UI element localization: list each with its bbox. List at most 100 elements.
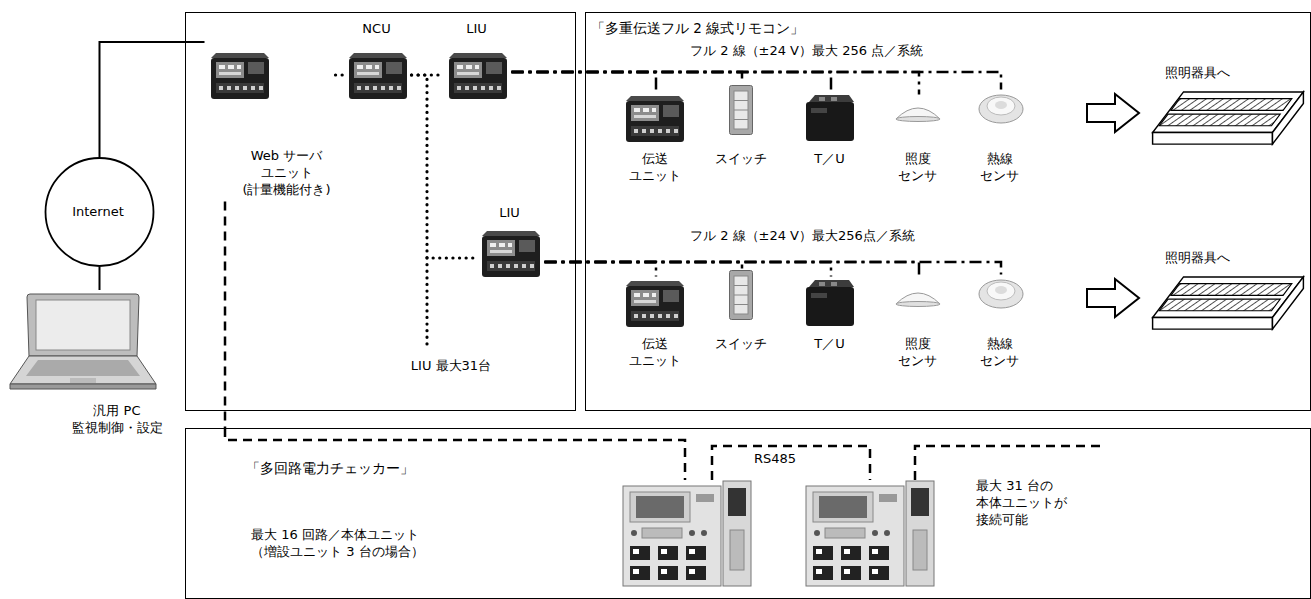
node-text: Internet <box>43 203 153 220</box>
node-text: 「多回路電力チェッカー」 <box>246 460 414 478</box>
motion-sensor: 熱線 センサ <box>968 90 1035 190</box>
node-text: 照度 センサ <box>887 150 949 184</box>
text-slot: 照度 センサ <box>887 335 949 369</box>
transmission-unit: 伝送 ユニット <box>620 92 693 188</box>
switch-icon <box>730 271 753 320</box>
annotation-label: 照明器具へ <box>1165 249 1230 266</box>
text-slot: 最大 16 回路／本体ユニット （増設ユニット 3 台の場合） <box>251 526 456 560</box>
two-wire-line <box>512 72 920 95</box>
two-wire-line <box>545 262 657 277</box>
two-wire-line <box>512 72 832 92</box>
terminal-unit: T／U <box>800 92 863 172</box>
text-slot: 熱線 センサ <box>968 335 1032 369</box>
text-slot: LIU <box>445 20 509 37</box>
node-text: 照度 センサ <box>887 335 949 369</box>
wall-switch: スイッチ <box>712 84 773 174</box>
text-slot: 照明器具へ <box>1165 249 1230 266</box>
text-slot: 伝送 ユニット <box>620 150 690 184</box>
annotation-label: 照明器具へ <box>1165 64 1230 81</box>
network-cable <box>100 42 205 157</box>
terminal-unit: T／U <box>800 277 863 357</box>
node-text: スイッチ <box>712 150 770 167</box>
metering-line <box>225 428 685 480</box>
text-slot: Internet <box>43 203 153 220</box>
hollow-arrow <box>1087 279 1139 317</box>
node-text: LIU <box>445 20 509 37</box>
motion-sensor: 熱線 センサ <box>968 275 1035 375</box>
text-slot: スイッチ <box>712 335 770 352</box>
text-slot: T／U <box>800 150 860 167</box>
web-server-unit: Web サーバ ユニット (計量機能付き) <box>205 38 336 202</box>
text-slot: 最大 31 台の 本体ユニットが 接続可能 <box>976 477 1086 528</box>
node-text: T／U <box>800 150 860 167</box>
control-bus <box>412 73 445 76</box>
liu-icon <box>449 53 507 99</box>
power-checker-icon <box>806 481 934 586</box>
text-slot: 伝送 ユニット <box>620 335 690 369</box>
text-slot: 照明器具へ <box>1165 64 1230 81</box>
text-slot: NCU <box>345 20 409 37</box>
hollow-arrow <box>1087 94 1139 132</box>
text-slot: スイッチ <box>712 150 770 167</box>
annotation-label: RS485 <box>752 450 798 467</box>
text-slot: T／U <box>800 335 860 352</box>
ncu-icon <box>349 53 407 99</box>
control-bus <box>336 73 345 76</box>
node-text: 「多重伝送フル 2 線式リモコン」 <box>591 20 804 38</box>
web-server-icon <box>211 53 269 99</box>
illuminance-sensor: 照度 センサ <box>887 95 952 191</box>
text-slot: 照度 センサ <box>887 150 949 184</box>
text-slot: 「多回路電力チェッカー」 <box>246 460 414 478</box>
node-text: 汎用 PC 監視制御・設定 <box>67 402 167 436</box>
text-slot: 「多重伝送フル 2 線式リモコン」 <box>591 20 804 38</box>
rs485-line <box>712 446 870 480</box>
lux-sensor-icon <box>896 108 940 122</box>
liu-unit: LIU <box>478 200 545 288</box>
node-text: 最大 31 台の 本体ユニットが 接続可能 <box>976 477 1086 528</box>
node-text: 熱線 センサ <box>968 335 1032 369</box>
text-slot: Web サーバ ユニット (計量機能付き) <box>241 147 333 198</box>
node-text: 熱線 センサ <box>968 150 1032 184</box>
node-text: 最大 16 回路／本体ユニット （増設ユニット 3 台の場合） <box>251 526 456 560</box>
transmission-unit: 伝送 ユニット <box>620 277 693 373</box>
terminal-unit-icon <box>806 280 854 326</box>
node-text: LIU <box>478 204 542 221</box>
light-fixture <box>1153 92 1304 144</box>
node-text: T／U <box>800 335 860 352</box>
node-text: NCU <box>345 20 409 37</box>
two-wire-line <box>545 262 920 280</box>
node-text: Web サーバ ユニット (計量機能付き) <box>241 147 333 198</box>
controller-group: LIU 最大31台 Web サーバ ユニット (計量機能付き) NCU LIU LIU <box>185 12 576 411</box>
text-slot: フル 2 線（±24 V）最大 256 点／系統 <box>690 42 923 59</box>
internet-circle: Internet <box>43 157 156 267</box>
illuminance-sensor: 照度 センサ <box>887 280 952 376</box>
power-checker-panel: 「多回路電力チェッカー」最大 16 回路／本体ユニット （増設ユニット 3 台の… <box>185 428 1311 599</box>
switch-icon <box>730 86 753 135</box>
ncu-unit: NCU <box>345 16 412 104</box>
two-wire-line <box>545 262 1002 275</box>
node-text: LIU 最大31台 <box>399 357 503 374</box>
two-wire-line <box>545 262 832 277</box>
light-fixture <box>1153 277 1304 329</box>
text-slot: RS485 <box>752 450 798 467</box>
text-slot: フル 2 線（±24 V）最大256点／系統 <box>690 227 915 244</box>
text-slot: 汎用 PC 監視制御・設定 <box>67 402 167 436</box>
annotation-label: フル 2 線（±24 V）最大256点／系統 <box>690 227 915 244</box>
text-slot: 熱線 センサ <box>968 150 1032 184</box>
liu-icon <box>482 231 540 277</box>
network-cable <box>99 267 101 290</box>
pir-sensor-icon <box>979 95 1023 123</box>
pc-terminal: 汎用 PC 監視制御・設定 <box>5 290 170 442</box>
transmission-unit-icon <box>626 281 684 327</box>
metering-line <box>224 202 227 429</box>
annotation-label: フル 2 線（±24 V）最大 256 点／系統 <box>690 42 923 59</box>
node-text: 伝送 ユニット <box>620 150 690 184</box>
node-text: 伝送 ユニット <box>620 335 690 369</box>
lux-sensor-icon <box>896 293 940 307</box>
laptop-icon <box>10 294 156 389</box>
two-wire-line <box>512 72 657 92</box>
control-bus <box>412 75 478 258</box>
